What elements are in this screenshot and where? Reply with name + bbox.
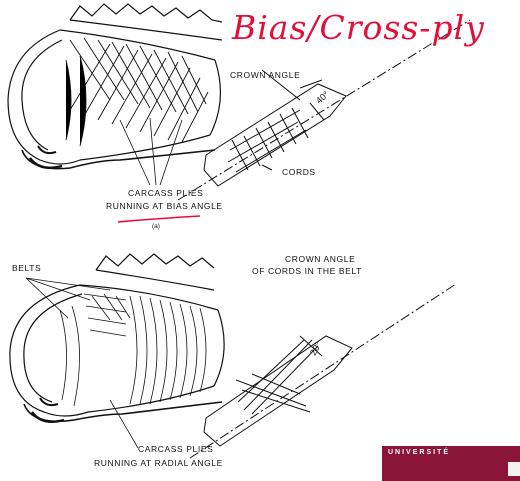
radial-crown-angle-line2: OF CORDS IN THE BELT [252, 266, 362, 277]
radial-crown-strip [190, 284, 456, 458]
radial-crown-angle-line1: CROWN ANGLE [285, 254, 355, 265]
bias-underline [118, 216, 200, 222]
logo-text: UNIVERSITÉ [388, 449, 450, 456]
bias-cross-hatching [66, 38, 208, 146]
bias-caption: (a) [152, 223, 160, 230]
bias-carcass-line1: CARCASS PLIES [128, 188, 203, 199]
bias-crown-angle-label: CROWN ANGLE [230, 70, 300, 81]
handwritten-title: Bias/Cross-ply [232, 8, 485, 47]
radial-cords [60, 294, 206, 406]
bias-cords-label: CORDS [282, 167, 316, 178]
radial-carcass-line1: CARCASS PLIES [138, 444, 213, 455]
bias-crown-strip [178, 20, 470, 200]
logo-mark [508, 462, 520, 476]
radial-carcass-line2: RUNNING AT RADIAL ANGLE [94, 458, 223, 469]
bias-carcass-line2: RUNNING AT BIAS ANGLE [106, 201, 223, 212]
bias-leader-lines [120, 118, 182, 185]
radial-belts-label: BELTS [12, 263, 41, 274]
university-logo: UNIVERSITÉ [382, 446, 520, 481]
radial-tire-drawing [10, 254, 224, 422]
